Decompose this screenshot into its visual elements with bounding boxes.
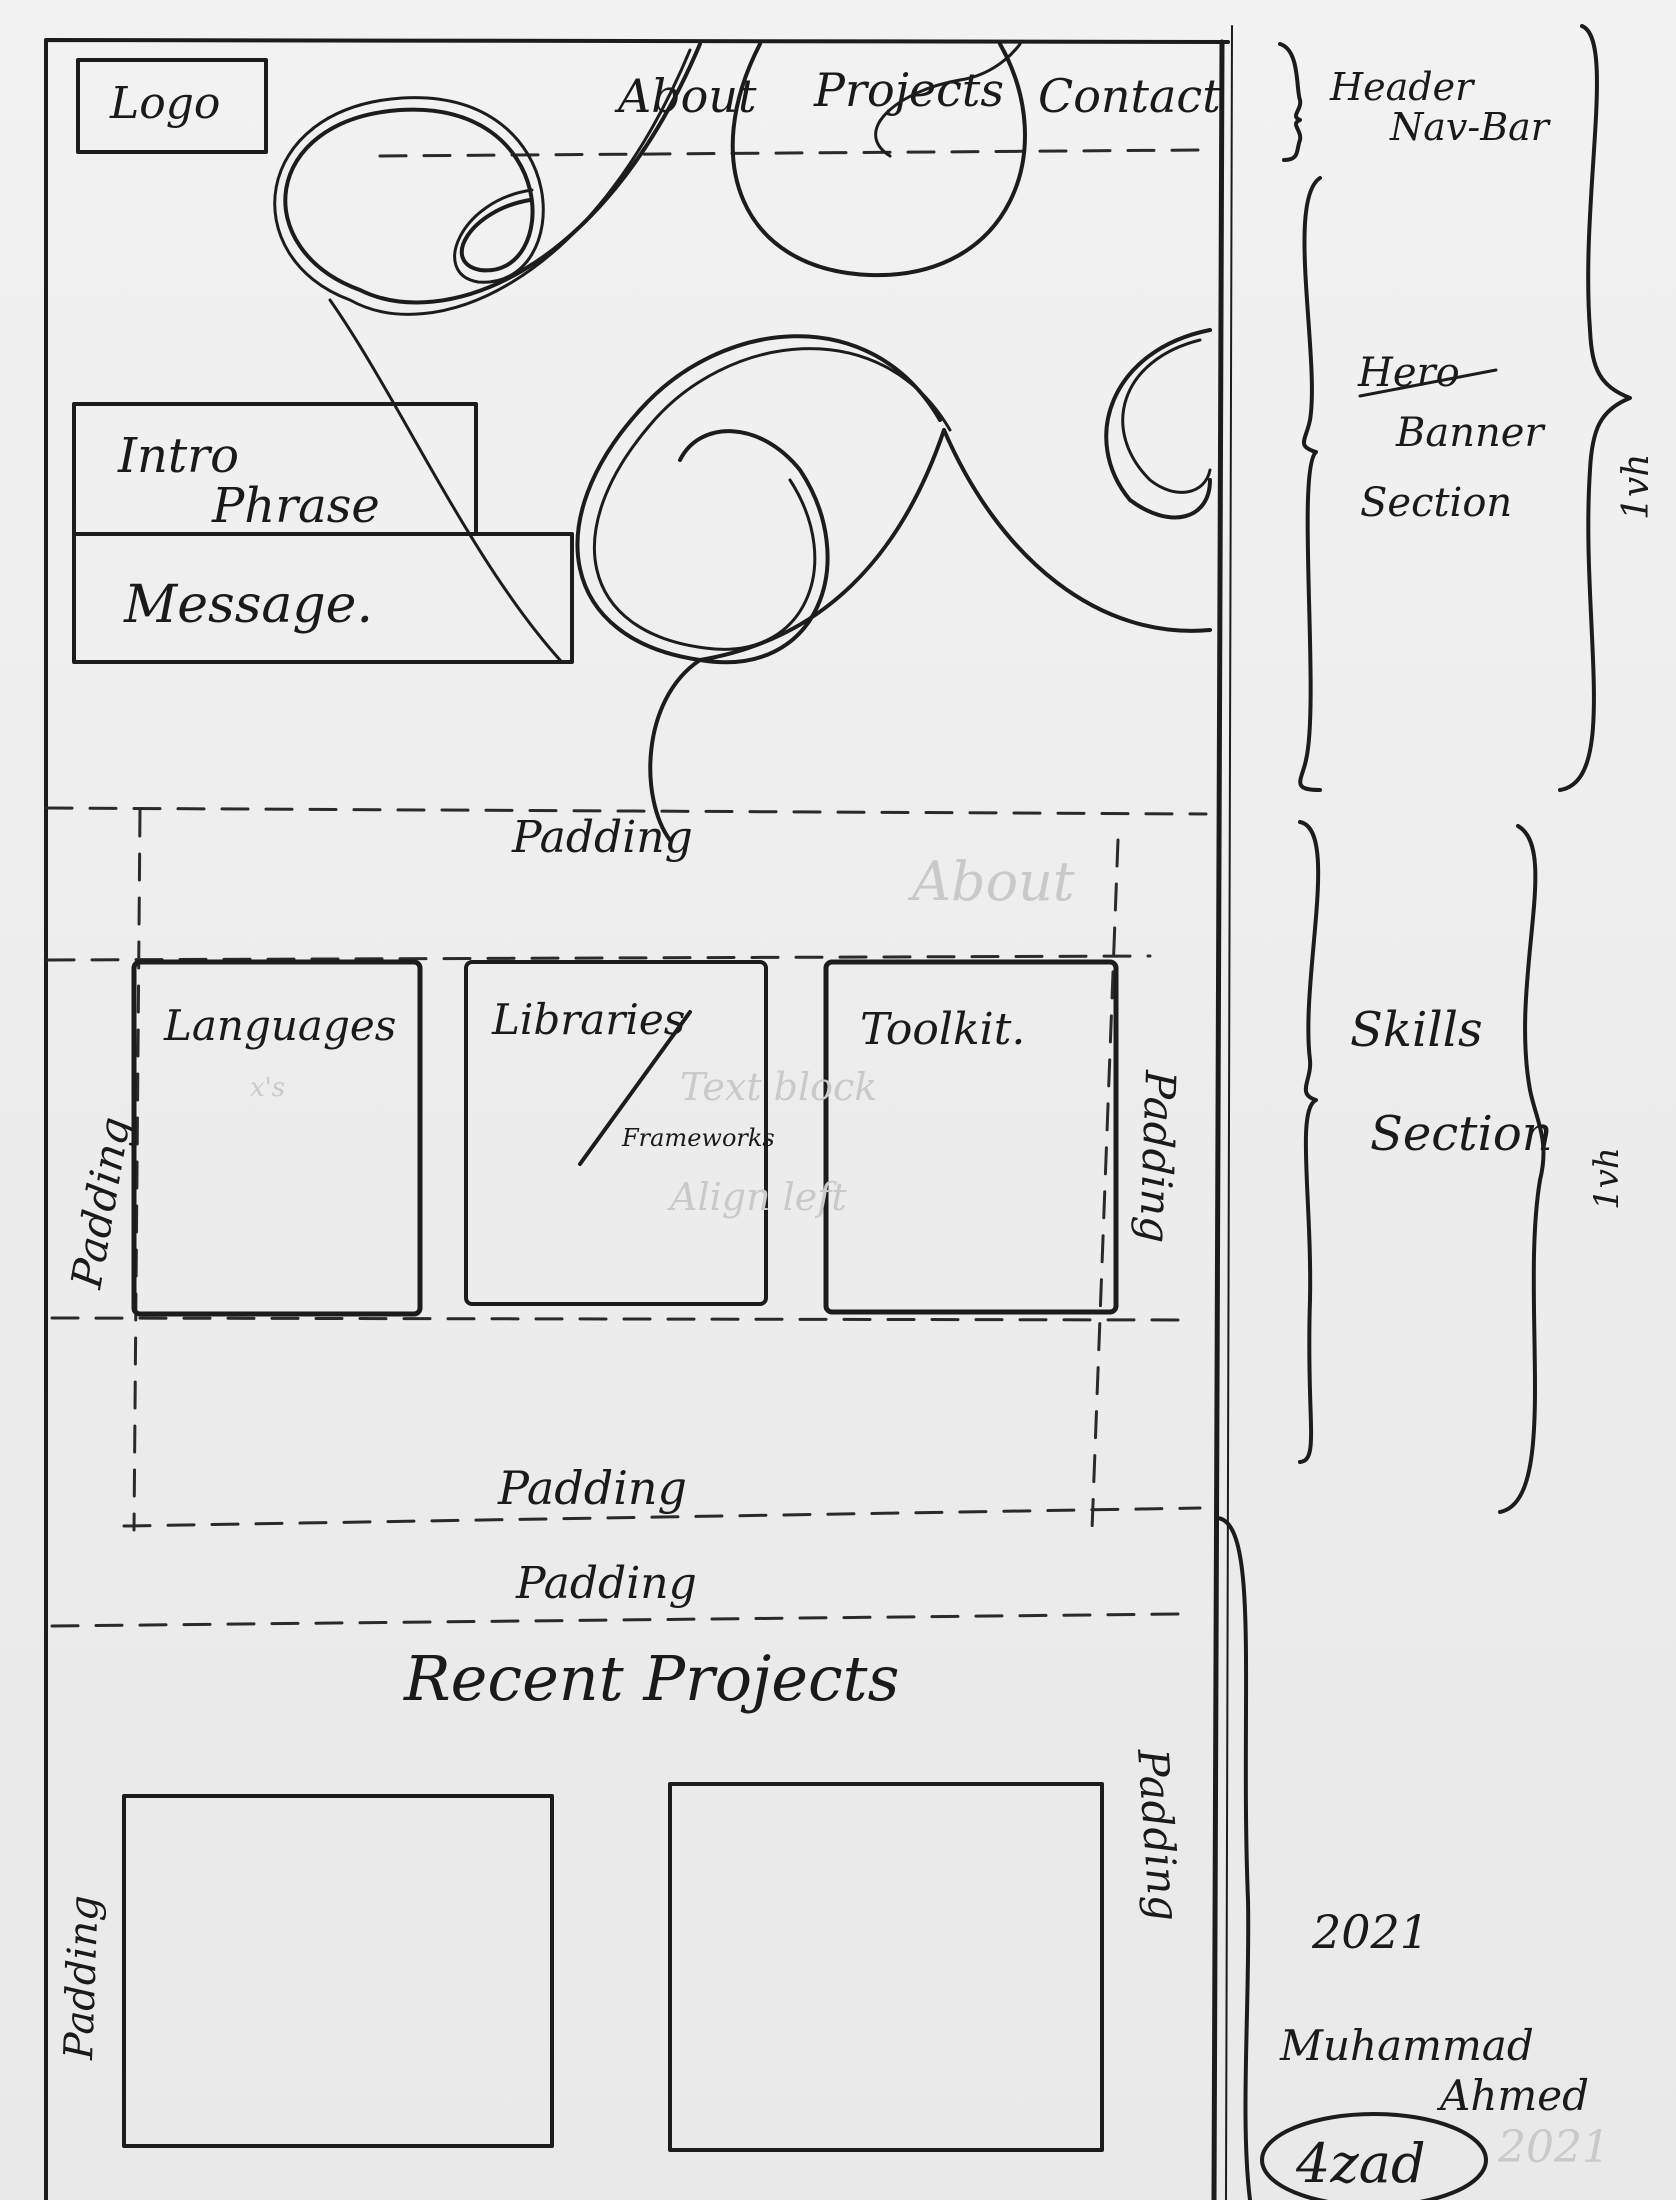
project-card-2 [670, 1784, 1102, 2150]
projects-title: Recent Projects [403, 1642, 899, 1715]
skills-padding-top: Padding [511, 812, 693, 863]
page-right-edge [1214, 42, 1222, 2200]
swirl-decoration [275, 44, 1210, 840]
skill-card-toolkit-label: Toolkit. [860, 1004, 1025, 1055]
skills-inner-top [48, 956, 1150, 960]
projects-brace [1218, 1518, 1250, 2200]
header-divider [380, 150, 1200, 156]
faint-bg-text-1: x's [250, 1073, 285, 1103]
project-card-1 [124, 1796, 552, 2146]
projects-top-divider [52, 1614, 1180, 1626]
header-nav-annotation: Header Nav-Bar [1329, 65, 1552, 149]
signature-handle: 4zad [1295, 2132, 1426, 2195]
skill-card-languages-label: Languages [163, 1001, 396, 1050]
hero-vh-brace [1560, 26, 1630, 790]
skill-card-frameworks-label: Frameworks [621, 1124, 775, 1152]
skills-section-annotation: Skills Section [1350, 1002, 1553, 1162]
faint-bg-text-3: Text block [680, 1065, 877, 1109]
message-label: Message. [123, 575, 373, 635]
intro-phrase-label: Intro Phrase [117, 428, 380, 534]
page-right-edge-double [1226, 26, 1232, 2200]
nav-contact[interactable]: Contact [1038, 69, 1221, 123]
skills-padding-left: Padding [61, 1113, 139, 1292]
skills-brace [1300, 822, 1318, 1462]
page-frame [46, 40, 1228, 2200]
skills-bottom-divider [52, 1318, 1190, 1320]
logo-label: Logo [109, 78, 220, 129]
skills-vh-label: 1vh [1587, 1147, 1627, 1210]
faint-bg-text-4: Align left [667, 1175, 847, 1219]
skills-padding-bottom: Padding [497, 1461, 687, 1515]
skills-vh-brace [1500, 826, 1544, 1512]
hero-brace [1300, 178, 1320, 790]
skills-padding-right: Padding [1130, 1069, 1185, 1244]
header-brace [1280, 44, 1300, 160]
skill-card-libraries-label: Libraries [491, 995, 685, 1044]
projects-padding-top: Padding [515, 1558, 697, 1609]
hero-vh-label: 1vh [1616, 454, 1657, 520]
projects-padding-left: Padding [56, 1895, 108, 2062]
signature-name: Muhammad Ahmed [1279, 2021, 1589, 2120]
signature-year: 2021 [1311, 1905, 1429, 1959]
nav-projects[interactable]: Projects [813, 63, 1004, 117]
faint-bg-text-2: About [907, 850, 1075, 913]
faint-bg-year: 2021 [1497, 2122, 1610, 2173]
projects-padding-right: Padding [1128, 1746, 1189, 1923]
